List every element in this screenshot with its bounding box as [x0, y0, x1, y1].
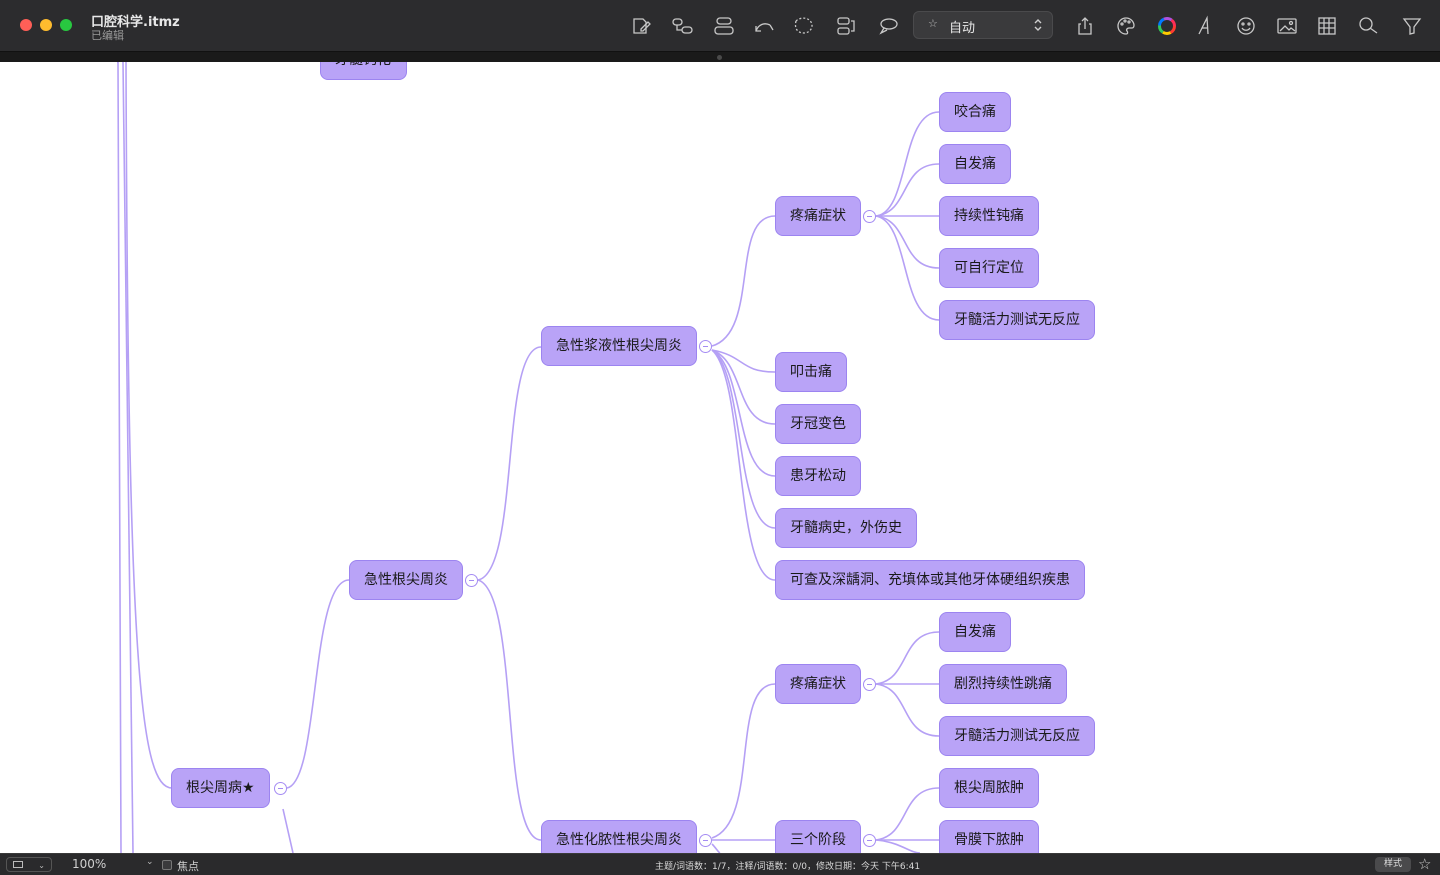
collapse-toggle-pain-1[interactable]	[863, 210, 876, 223]
topic-node-stages-child[interactable]: 骨膜下脓肿	[939, 820, 1039, 853]
style-button[interactable]: 样式	[1375, 857, 1411, 872]
color-wheel-icon[interactable]	[1155, 14, 1179, 38]
topic-node-stages-child[interactable]: 根尖周脓肿	[939, 768, 1039, 808]
collapse-toggle-pain-2[interactable]	[863, 678, 876, 691]
topic-insert-icon[interactable]	[670, 14, 694, 38]
title-bar: 口腔科学.itmz 已编辑 ☆ 自动	[0, 0, 1440, 52]
undo-icon[interactable]	[752, 14, 776, 38]
style-select[interactable]: ☆ 自动	[913, 11, 1053, 39]
style-star-icon: ☆	[928, 17, 938, 30]
star-icon[interactable]: ☆	[1418, 855, 1432, 873]
topic-node-pain-1[interactable]: 疼痛症状	[775, 196, 861, 236]
topic-node-pain-1-child[interactable]: 持续性钝痛	[939, 196, 1039, 236]
collapse-toggle-purulent[interactable]	[699, 834, 712, 847]
connection-lines	[117, 62, 940, 853]
image-icon[interactable]	[1275, 14, 1299, 38]
close-window-button[interactable]	[20, 19, 32, 31]
topic-node-serous-child[interactable]: 叩击痛	[775, 352, 847, 392]
sidebar-icon	[13, 861, 23, 868]
document-status: 已编辑	[91, 29, 124, 42]
topic-node-serous-child[interactable]: 可查及深龋洞、充填体或其他牙体硬组织疾患	[775, 560, 1085, 600]
topic-node-pain-2-child[interactable]: 剧烈持续性跳痛	[939, 664, 1067, 704]
style-select-value: 自动	[949, 21, 976, 36]
topic-node-pain-2-child[interactable]: 自发痛	[939, 612, 1011, 652]
zoom-chevron-icon[interactable]: ⌄	[146, 857, 154, 867]
table-icon[interactable]	[1315, 14, 1339, 38]
topic-node-pain-2-child[interactable]: 牙髓活力测试无反应	[939, 716, 1095, 756]
boundary-icon[interactable]	[791, 14, 815, 38]
resize-handle[interactable]	[717, 55, 722, 60]
note-icon[interactable]	[629, 14, 653, 38]
topic-node-root[interactable]: 根尖周病★	[171, 768, 270, 808]
topic-node-pain-1-child[interactable]: 牙髓活力测试无反应	[939, 300, 1095, 340]
mindmap-canvas[interactable]: 牙髓钙化 根尖周病★ 急性根尖周炎 急性浆液性根尖周炎 疼痛症状 咬合痛 自发痛…	[0, 62, 1440, 853]
up-down-chevron-icon	[1034, 19, 1042, 31]
collapse-toggle-acute[interactable]	[465, 574, 478, 587]
search-icon[interactable]	[1356, 14, 1380, 38]
minimize-window-button[interactable]	[40, 19, 52, 31]
zoom-window-button[interactable]	[60, 19, 72, 31]
topic-node-serous-child[interactable]: 牙冠变色	[775, 404, 861, 444]
callout-icon[interactable]	[876, 14, 900, 38]
topic-node-serous-child[interactable]: 患牙松动	[775, 456, 861, 496]
topic-node-stages[interactable]: 三个阶段	[775, 820, 861, 853]
relation-icon[interactable]	[834, 14, 858, 38]
subtopic-insert-icon[interactable]	[712, 14, 736, 38]
topic-node-partial[interactable]: 牙髓钙化	[320, 62, 407, 80]
collapse-toggle-serous[interactable]	[699, 340, 712, 353]
zoom-level[interactable]: 100%	[72, 857, 107, 871]
collapse-toggle-stages[interactable]	[863, 834, 876, 847]
topic-node-pain-1-child[interactable]: 自发痛	[939, 144, 1011, 184]
document-stats: 主题/词语数：1/7，注释/词语数：0/0，修改日期：今天 下午6:41	[655, 862, 921, 872]
font-icon[interactable]	[1193, 14, 1217, 38]
sidebar-toggle-button[interactable]: ⌄	[6, 857, 52, 872]
topic-node-serous[interactable]: 急性浆液性根尖周炎	[541, 326, 697, 366]
toolbar-divider	[0, 52, 1440, 62]
collapse-toggle-root[interactable]	[274, 782, 287, 795]
focus-checkbox[interactable]	[162, 860, 172, 870]
document-title: 口腔科学.itmz	[91, 15, 180, 30]
topic-node-pain-2[interactable]: 疼痛症状	[775, 664, 861, 704]
share-icon[interactable]	[1073, 14, 1097, 38]
palette-icon[interactable]	[1114, 14, 1138, 38]
topic-node-pain-1-child[interactable]: 可自行定位	[939, 248, 1039, 288]
focus-label: 焦点	[177, 860, 199, 873]
emoji-icon[interactable]	[1234, 14, 1258, 38]
topic-node-acute[interactable]: 急性根尖周炎	[349, 560, 463, 600]
topic-node-pain-1-child[interactable]: 咬合痛	[939, 92, 1011, 132]
topic-node-serous-child[interactable]: 牙髓病史，外伤史	[775, 508, 917, 548]
topic-node-purulent[interactable]: 急性化脓性根尖周炎	[541, 820, 697, 853]
filter-icon[interactable]	[1400, 14, 1424, 38]
status-bar: ⌄ 100% ⌄ 焦点 主题/词语数：1/7，注释/词语数：0/0，修改日期：今…	[0, 853, 1440, 875]
chevron-down-icon: ⌄	[38, 861, 45, 870]
